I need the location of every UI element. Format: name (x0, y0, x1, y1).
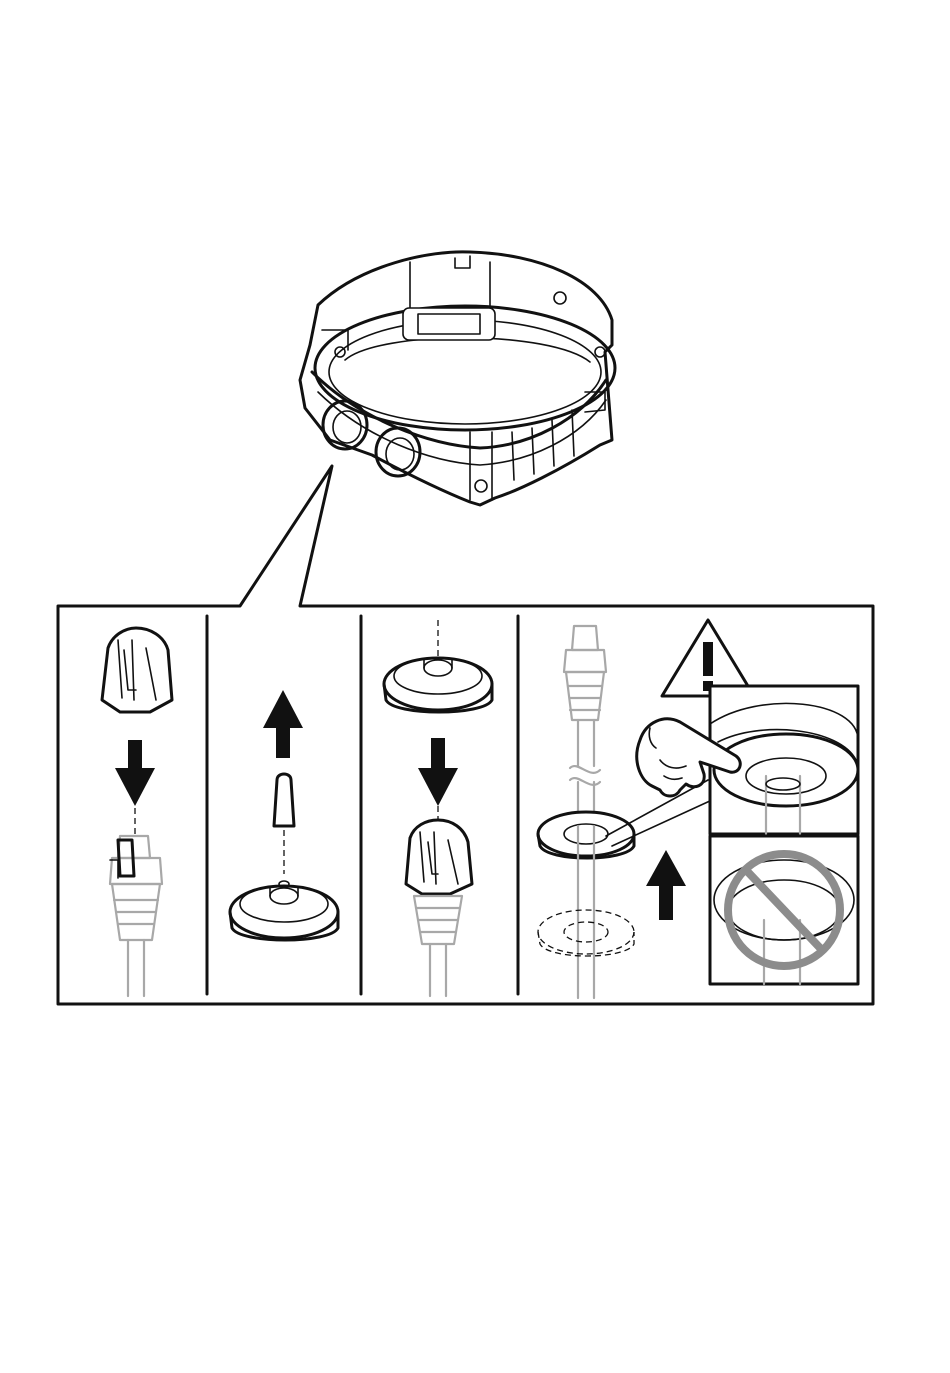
arrow-down-icon (115, 740, 155, 806)
rj45-connector (110, 836, 162, 996)
panel-step-3 (384, 620, 492, 996)
cable-grommet (384, 658, 492, 712)
back-box (300, 252, 615, 505)
cable-boot (102, 628, 172, 712)
panel-step-2 (230, 690, 338, 940)
cable-grommet (230, 881, 338, 940)
arrow-up-icon (646, 850, 686, 920)
cable-grommet (538, 812, 634, 860)
detail-incorrect (710, 836, 858, 984)
cable-boot-on-connector (406, 820, 472, 996)
grommet-ghost (538, 910, 634, 956)
arrow-down-icon (418, 738, 458, 806)
panel-step-1 (102, 628, 172, 996)
arrow-up-icon (263, 690, 303, 758)
panel-step-4 (538, 620, 858, 998)
grommet-plug (274, 774, 294, 826)
